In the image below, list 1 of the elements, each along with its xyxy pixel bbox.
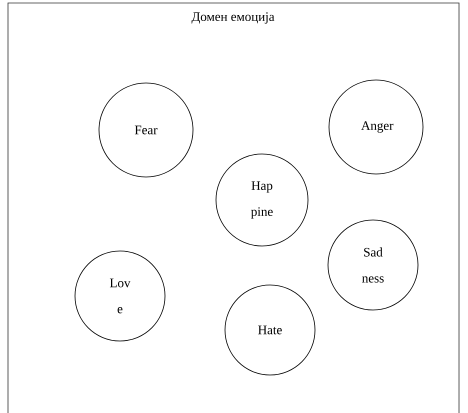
title: Домен емоција	[192, 12, 274, 24]
